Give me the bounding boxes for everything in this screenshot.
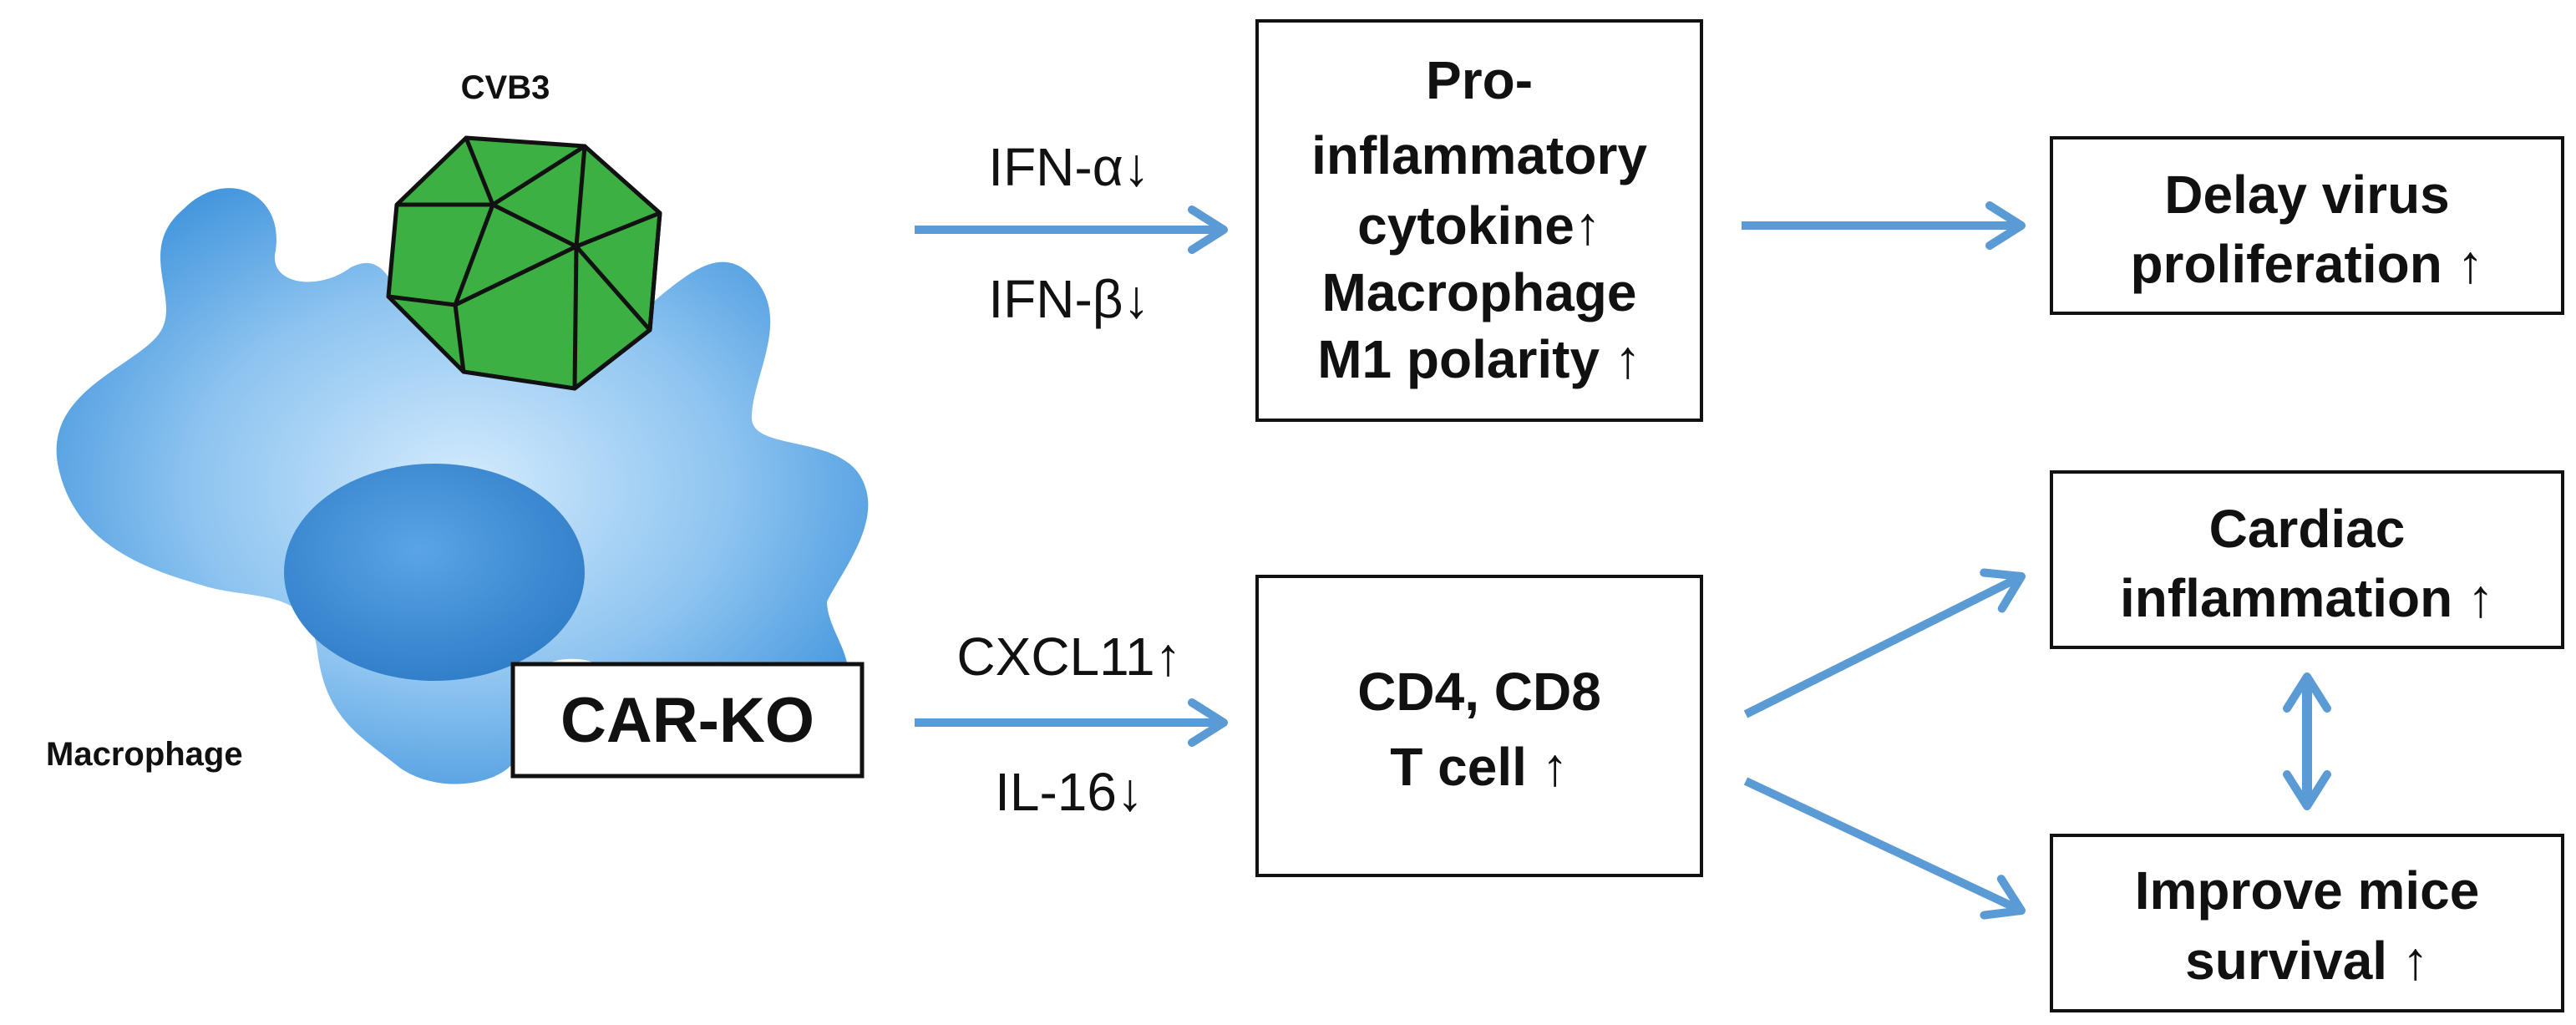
upper-box-line-4: Macrophage <box>1322 262 1637 322</box>
delay-virus-line-1: Delay virus <box>2164 165 2450 225</box>
pro-inflammatory-box <box>1255 19 1703 422</box>
macrophage-cell <box>56 188 869 784</box>
lower-box-line-1: CD4, CD8 <box>1357 662 1601 722</box>
ifn-alpha-label: IFN-α↓ <box>988 137 1149 197</box>
cardiac-outcome-arrow <box>1743 568 2026 718</box>
t-cell-box <box>1255 575 1703 877</box>
cvb3-virus-icon <box>386 135 662 391</box>
cxcl11-label: CXCL11↑ <box>956 627 1181 687</box>
upper-box-line-1: Pro- <box>1426 50 1533 110</box>
virus-facets-lower <box>386 204 652 391</box>
il16-label: IL-16↓ <box>995 762 1143 822</box>
car-ko-box <box>510 662 865 779</box>
survival-line-2: survival ↑ <box>2185 931 2429 991</box>
upper-box-line-2: inflammatory <box>1311 125 1647 185</box>
upper-box-line-3: cytokine↑ <box>1357 195 1601 256</box>
virus-facets <box>397 137 662 332</box>
lower-box-line-2: T cell ↑ <box>1390 737 1568 797</box>
ifn-beta-label: IFN-β↓ <box>988 269 1149 329</box>
upper-box-line-5: M1 polarity ↑ <box>1317 329 1641 389</box>
cardiac-line-2: inflammation ↑ <box>2120 568 2494 628</box>
cvb3-label: CVB3 <box>461 69 550 106</box>
delay-virus-box <box>2050 136 2564 315</box>
macrophage-nucleus <box>284 464 585 681</box>
cardiac-line-1: Cardiac <box>2209 499 2406 559</box>
survival-outcome-arrow <box>1743 777 2026 920</box>
delay-virus-line-2: proliferation ↑ <box>2130 234 2483 294</box>
survival-box <box>2050 834 2564 1012</box>
macrophage-label: Macrophage <box>46 736 243 773</box>
cardiac-inflammation-box <box>2050 470 2564 649</box>
car-ko-label: CAR-KO <box>560 685 814 756</box>
survival-line-1: Improve mice <box>2135 860 2480 921</box>
